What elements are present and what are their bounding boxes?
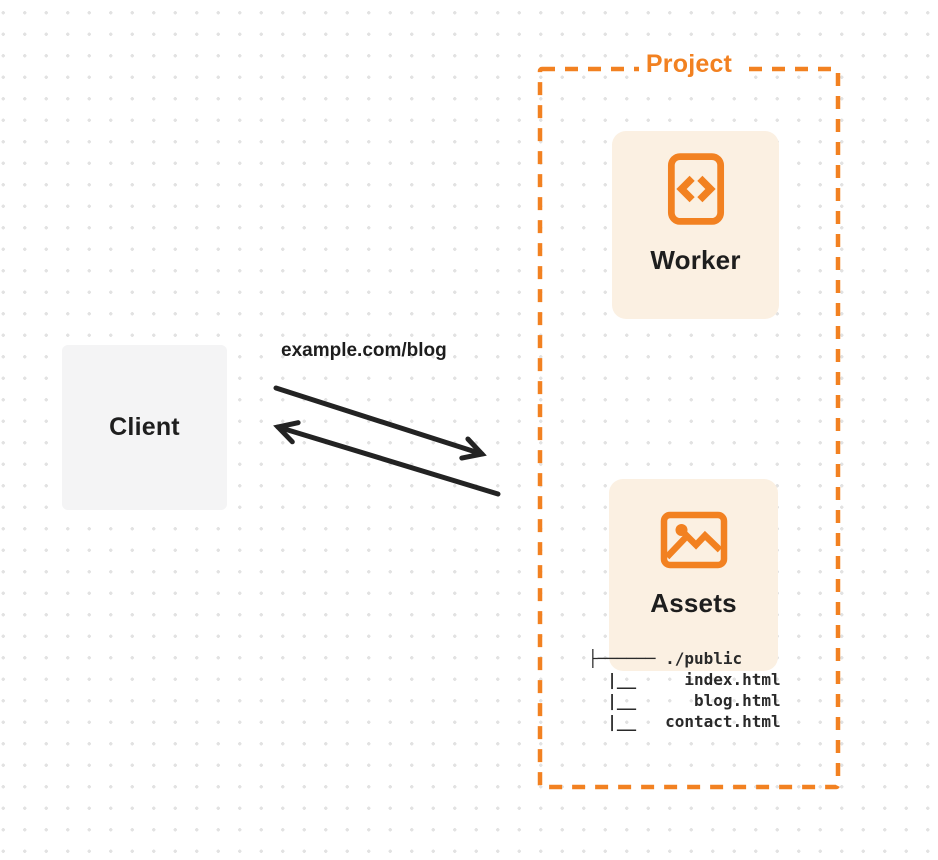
client-label: Client: [109, 413, 180, 441]
assets-file-tree: ├────── ./public |__ index.html |__ blog…: [588, 649, 781, 731]
assets-label: Assets: [650, 588, 737, 618]
assets-card: Assets: [609, 479, 778, 671]
project-label: Project: [638, 50, 740, 79]
client-node: Client: [62, 345, 227, 510]
response-arrow: [278, 427, 501, 497]
request-response-arrows: [273, 385, 501, 497]
image-icon: [660, 511, 727, 569]
worker-card: Worker: [612, 131, 779, 319]
code-file-icon: [667, 153, 724, 225]
request-arrow: [273, 385, 482, 454]
project-label-wrap: Project: [538, 50, 840, 79]
request-url-label: example.com/blog: [281, 340, 447, 361]
worker-label: Worker: [650, 245, 741, 275]
